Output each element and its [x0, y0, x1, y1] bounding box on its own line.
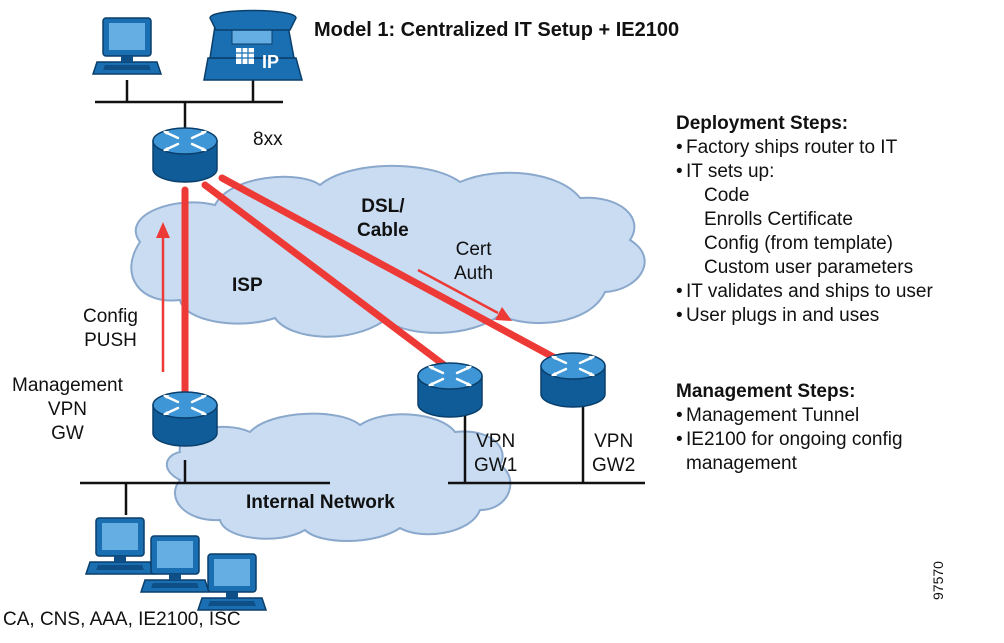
server-pc-icon — [197, 553, 267, 611]
vpn-gw2-label: VPN GW2 — [592, 431, 636, 476]
vpn-gw1-label: VPN GW1 — [474, 431, 518, 476]
list-subitem: Config (from template) — [704, 233, 894, 254]
red-arrows — [156, 222, 512, 372]
list-item: IT validates and ships to user — [676, 280, 933, 304]
list-subitem: Code — [704, 185, 750, 206]
management-steps-panel: Management Steps: Management Tunnel IE21… — [676, 380, 903, 476]
pc-icon — [92, 17, 162, 75]
internal-network-label: Internal Network — [246, 492, 395, 513]
isp-label: ISP — [232, 275, 263, 296]
router-model-label: 8xx — [253, 129, 283, 150]
phone-ip-badge: IP — [262, 52, 279, 72]
list-item: User plugs in and uses — [676, 304, 933, 328]
list-subitem: Custom user parameters — [704, 257, 914, 278]
cloud-dsl-isp — [130, 164, 646, 338]
ip-phone-icon: IP — [203, 9, 303, 81]
management-gw-label: Management VPN GW — [12, 375, 123, 444]
page-title: Model 1: Centralized IT Setup + IE2100 — [314, 19, 680, 41]
list-item-continuation: management — [686, 453, 797, 474]
dsl-label: DSL/ Cable — [357, 196, 409, 241]
lan-lines — [80, 78, 645, 515]
servers-caption: CA, CNS, AAA, IE2100, ISC — [3, 609, 241, 630]
deployment-steps-panel: Deployment Steps: Factory ships router t… — [676, 112, 933, 328]
management-heading: Management Steps: — [676, 381, 856, 402]
list-item: IT sets up: — [676, 160, 933, 184]
red-vpn-links — [181, 174, 559, 396]
figure-number: 97570 — [930, 561, 946, 600]
list-item: Management Tunnel — [676, 404, 903, 428]
list-item: IE2100 for ongoing config — [676, 428, 903, 452]
server-pc-icon — [140, 535, 210, 593]
router-vpn-gw2 — [539, 351, 607, 409]
cloud-internal-network — [165, 412, 512, 542]
router-8xx — [151, 126, 219, 184]
router-vpn-gw1 — [416, 361, 484, 419]
deployment-heading: Deployment Steps: — [676, 113, 849, 134]
list-subitem: Enrolls Certificate — [704, 209, 853, 230]
config-push-label: Config PUSH — [83, 306, 138, 351]
server-pc-icon — [85, 517, 155, 575]
router-mgmt-gw — [151, 390, 219, 448]
list-item: Factory ships router to IT — [676, 136, 933, 160]
cert-auth-label: Cert Auth — [454, 239, 494, 284]
